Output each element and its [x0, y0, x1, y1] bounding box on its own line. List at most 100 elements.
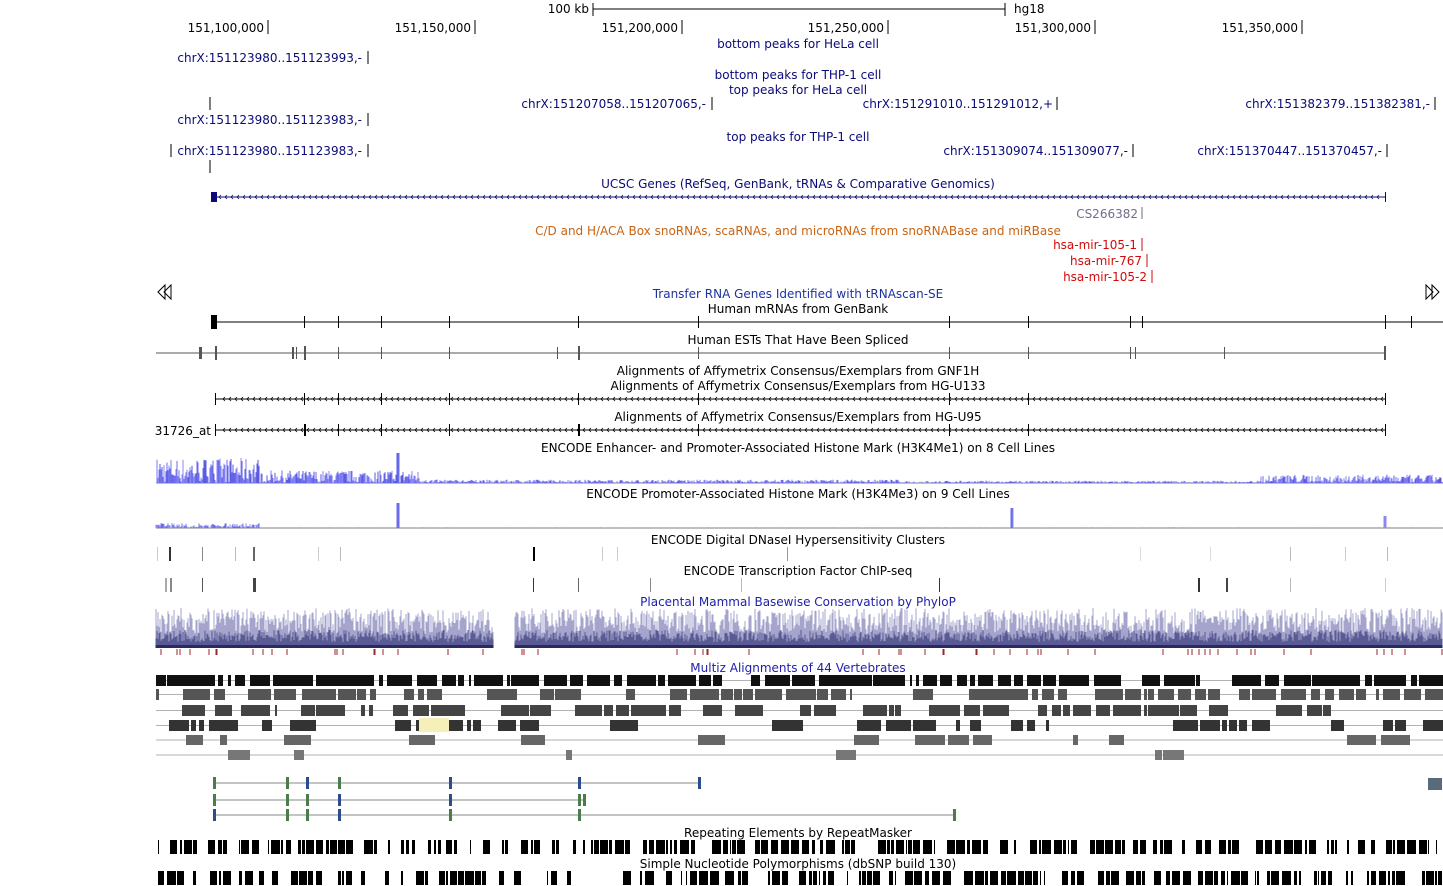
thp1-bottom-peaks-track[interactable]: bottom peaks for THP-1 cell: [715, 68, 882, 82]
track-title: top peaks for THP-1 cell: [727, 130, 870, 144]
exon-block: [578, 346, 580, 360]
exon-block: [215, 424, 216, 436]
thp1-top-peaks-track[interactable]: top peaks for THP-1 cell chrX:151123980.…: [170, 130, 1388, 173]
exon-block: [949, 424, 950, 436]
exon-block: [1028, 393, 1029, 405]
exon-block: [1028, 316, 1029, 328]
peak-label[interactable]: chrX:151123980..151123993,-: [177, 51, 362, 65]
exon-block: [381, 347, 382, 359]
exon-block: [381, 393, 382, 405]
ruler-tick-label: 151,350,000: [1222, 21, 1298, 35]
exon-block: [949, 316, 950, 328]
exon-block: [1385, 393, 1386, 405]
repeatmasker-track[interactable]: Repeating Elements by RepeatMasker: [158, 826, 1437, 854]
exon-block: [381, 424, 382, 436]
mirna-label[interactable]: hsa-mir-105-1: [1053, 238, 1137, 252]
human-mrnas-track[interactable]: Human mRNAs from GenBank: [211, 302, 1443, 329]
track-title: top peaks for HeLa cell: [729, 83, 867, 97]
exon-block: [1224, 347, 1225, 359]
exon-block: [211, 192, 217, 202]
track-title: ENCODE Digital DNaseI Hypersensitivity C…: [651, 533, 945, 547]
peak-label[interactable]: chrX:151382379..151382381,-: [1245, 97, 1430, 111]
exon-block: [381, 316, 382, 328]
scale-bar-label: 100 kb: [548, 2, 589, 16]
mirna-label[interactable]: hsa-mir-767: [1070, 254, 1142, 268]
exon-block: [698, 393, 699, 405]
track-title: UCSC Genes (RefSeq, GenBank, tRNAs & Com…: [601, 177, 995, 191]
track-title: Human mRNAs from GenBank: [708, 302, 889, 316]
hela-top-peaks-track[interactable]: top peaks for HeLa cell chrX:151207058..…: [177, 83, 1436, 127]
encode-h3k4me1-track[interactable]: ENCODE Enhancer- and Promoter-Associated…: [156, 441, 1443, 484]
ucsc-genes-track[interactable]: UCSC Genes (RefSeq, GenBank, tRNAs & Com…: [211, 177, 1386, 221]
hela-bottom-peaks-track[interactable]: bottom peaks for HeLa cell chrX:15112398…: [177, 37, 879, 65]
exon-block: [338, 393, 339, 405]
exon-block: [1028, 347, 1029, 359]
exon-block: [304, 424, 306, 436]
scroll-left-icon[interactable]: [157, 283, 172, 301]
track-title: ENCODE Enhancer- and Promoter-Associated…: [541, 441, 1055, 455]
exon-block: [1385, 192, 1386, 202]
peak-label[interactable]: chrX:151123980..151123983,-: [177, 113, 362, 127]
exon-block: [449, 393, 450, 405]
track-title: ENCODE Transcription Factor ChIP-seq: [684, 564, 913, 578]
peak-label[interactable]: chrX:151309074..151309077,-: [943, 144, 1128, 158]
exon-block: [338, 347, 339, 359]
ruler-tick-label: 151,150,000: [395, 21, 471, 35]
track-title: bottom peaks for HeLa cell: [717, 37, 879, 51]
track-title: Placental Mammal Basewise Conservation b…: [640, 595, 956, 609]
ruler-tick-label: 151,100,000: [188, 21, 264, 35]
peak-label[interactable]: chrX:151370447..151370457,-: [1197, 144, 1382, 158]
exon-block: [578, 424, 580, 436]
exon-block: [215, 393, 216, 405]
trna-genes-track[interactable]: Transfer RNA Genes Identified with tRNAs…: [652, 287, 944, 301]
exon-block: [449, 424, 450, 436]
exon-block: [1130, 347, 1131, 359]
exon-block: [449, 316, 450, 328]
snorna-mirna-track[interactable]: C/D and H/ACA Box snoRNAs, scaRNAs, and …: [535, 224, 1153, 284]
encode-h3k4me3-track[interactable]: ENCODE Promoter-Associated Histone Mark …: [155, 487, 1443, 529]
exon-block: [215, 346, 217, 360]
gene-label[interactable]: CS266382: [1076, 207, 1138, 221]
assembly-label: hg18: [1014, 2, 1045, 16]
probe-label[interactable]: 31726_at: [155, 424, 212, 438]
human-ests-track[interactable]: Human ESTs That Have Been Spliced: [156, 333, 1386, 360]
track-title: Repeating Elements by RepeatMasker: [684, 826, 912, 840]
track-title: Alignments of Affymetrix Consensus/Exemp…: [614, 410, 981, 424]
gene-model[interactable]: [211, 192, 1386, 202]
phylop-conservation-track[interactable]: Placental Mammal Basewise Conservation b…: [155, 595, 1443, 655]
exon-block: [296, 347, 297, 359]
track-title: Transfer RNA Genes Identified with tRNAs…: [652, 287, 944, 301]
track-title: Alignments of Affymetrix Consensus/Exemp…: [617, 364, 979, 378]
encode-dnase-track[interactable]: ENCODE Digital DNaseI Hypersensitivity C…: [157, 533, 1388, 561]
mirna-label[interactable]: hsa-mir-105-2: [1063, 270, 1147, 284]
track-title: ENCODE Promoter-Associated Histone Mark …: [586, 487, 1010, 501]
exon-block: [211, 315, 217, 329]
exon-block: [1384, 346, 1386, 360]
affy-hgu95-track[interactable]: Alignments of Affymetrix Consensus/Exemp…: [155, 410, 1386, 438]
scroll-right-icon[interactable]: [1425, 283, 1440, 301]
exon-block: [292, 347, 294, 359]
exon-block: [578, 393, 579, 405]
peak-label[interactable]: chrX:151207058..151207065,-: [521, 97, 706, 111]
exon-block: [557, 347, 558, 359]
exon-block: [449, 347, 450, 359]
exon-block: [338, 316, 339, 328]
exon-block: [304, 346, 306, 360]
multiz-alignment-track[interactable]: Multiz Alignments of 44 Vertebrates: [156, 661, 1443, 821]
track-title: Alignments of Affymetrix Consensus/Exemp…: [611, 379, 986, 393]
exon-block: [304, 316, 305, 328]
peak-label[interactable]: chrX:151291010..151291012,+: [863, 97, 1053, 111]
affy-hgu133-track[interactable]: Alignments of Affymetrix Consensus/Exemp…: [215, 379, 1386, 405]
exon-block: [578, 316, 579, 328]
exon-block: [698, 316, 699, 328]
peak-label[interactable]: chrX:151123980..151123983,-: [177, 144, 362, 158]
dbsnp-track[interactable]: Simple Nucleotide Polymorphisms (dbSNP b…: [158, 857, 1442, 885]
exon-block: [1411, 316, 1412, 328]
exon-block: [338, 424, 339, 436]
affy-gnf1h-track[interactable]: Alignments of Affymetrix Consensus/Exemp…: [617, 364, 979, 378]
ruler-tick-label: 151,300,000: [1015, 21, 1091, 35]
encode-tfbs-track[interactable]: ENCODE Transcription Factor ChIP-seq: [165, 564, 1386, 592]
scale-bar: 100 kb hg18: [548, 2, 1045, 16]
